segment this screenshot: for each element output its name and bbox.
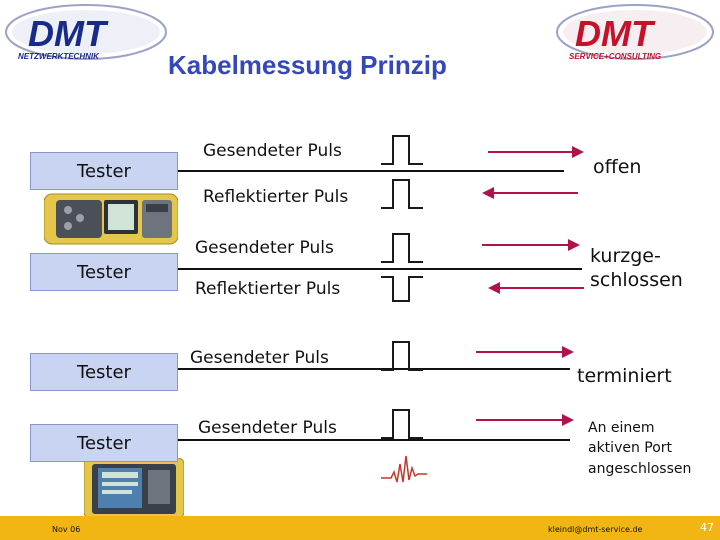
result-line: An einem <box>588 420 655 436</box>
svg-text:DMT: DMT <box>575 13 656 54</box>
svg-text:DMT: DMT <box>28 13 109 54</box>
pulse-down-icon <box>381 275 423 303</box>
tester-box-4: Tester <box>30 424 178 462</box>
result-line: aktiven Port <box>588 440 673 457</box>
cable-tester-device-top <box>44 190 178 248</box>
cable-tester-device-bottom <box>84 458 184 518</box>
arrow-right-icon <box>482 238 580 252</box>
tester-box-1: Tester <box>30 152 178 190</box>
reflected-pulse-label-2: Reflektierter Puls <box>195 279 341 299</box>
sent-pulse-label-1: Gesendeter Puls <box>203 141 342 161</box>
pulse-up-icon <box>381 134 423 166</box>
page-number: 47 <box>700 521 714 534</box>
tester-label: Tester <box>77 432 131 454</box>
sent-pulse-label-3: Gesendeter Puls <box>190 348 329 368</box>
cable-line-4 <box>178 439 570 441</box>
logo-left-subtitle: NETZWERKTECHNIK <box>18 52 99 61</box>
arrow-right-icon <box>488 145 584 159</box>
result-line: kurzge- <box>590 245 661 267</box>
tester-label: Tester <box>77 160 131 182</box>
pulse-up-icon <box>381 178 423 210</box>
result-terminiert: terminiert <box>577 365 672 387</box>
page-title: Kabelmessung Prinzip <box>168 50 447 80</box>
dmt-logo-left: DMT NETZWERKTECHNIK <box>4 2 168 64</box>
tester-label: Tester <box>77 261 131 283</box>
result-offen: offen <box>593 156 642 178</box>
arrow-left-icon <box>488 281 584 295</box>
noise-signal-icon <box>381 452 427 486</box>
cable-line-2 <box>178 268 582 270</box>
result-kurzgeschlossen: kurzge- schlossen <box>590 245 683 293</box>
result-line: angeschlossen <box>588 460 692 477</box>
pulse-up-icon <box>381 232 423 264</box>
footer-email: kleindl@dmt-service.de <box>548 525 643 534</box>
reflected-pulse-label-1: Reflektierter Puls <box>203 187 349 207</box>
arrow-right-icon <box>476 345 574 359</box>
tester-box-2: Tester <box>30 253 178 291</box>
tester-label: Tester <box>77 361 131 383</box>
footer-bar <box>0 516 720 540</box>
result-line: schlossen <box>590 268 683 291</box>
pulse-up-icon <box>381 340 423 372</box>
cable-line-3 <box>178 368 570 370</box>
sent-pulse-label-4: Gesendeter Puls <box>198 418 337 438</box>
cable-line-1 <box>178 170 564 172</box>
result-aktiver-port: An einem aktiven Port angeschlossen <box>588 418 691 479</box>
arrow-left-icon <box>482 186 578 200</box>
pulse-up-icon <box>381 408 423 440</box>
arrow-right-icon <box>476 413 574 427</box>
dmt-logo-right: DMT SERVICE+CONSULTING <box>555 2 715 64</box>
tester-box-3: Tester <box>30 353 178 391</box>
logo-right-subtitle: SERVICE+CONSULTING <box>569 52 662 61</box>
footer-date: Nov 06 <box>52 525 81 534</box>
sent-pulse-label-2: Gesendeter Puls <box>195 238 334 258</box>
